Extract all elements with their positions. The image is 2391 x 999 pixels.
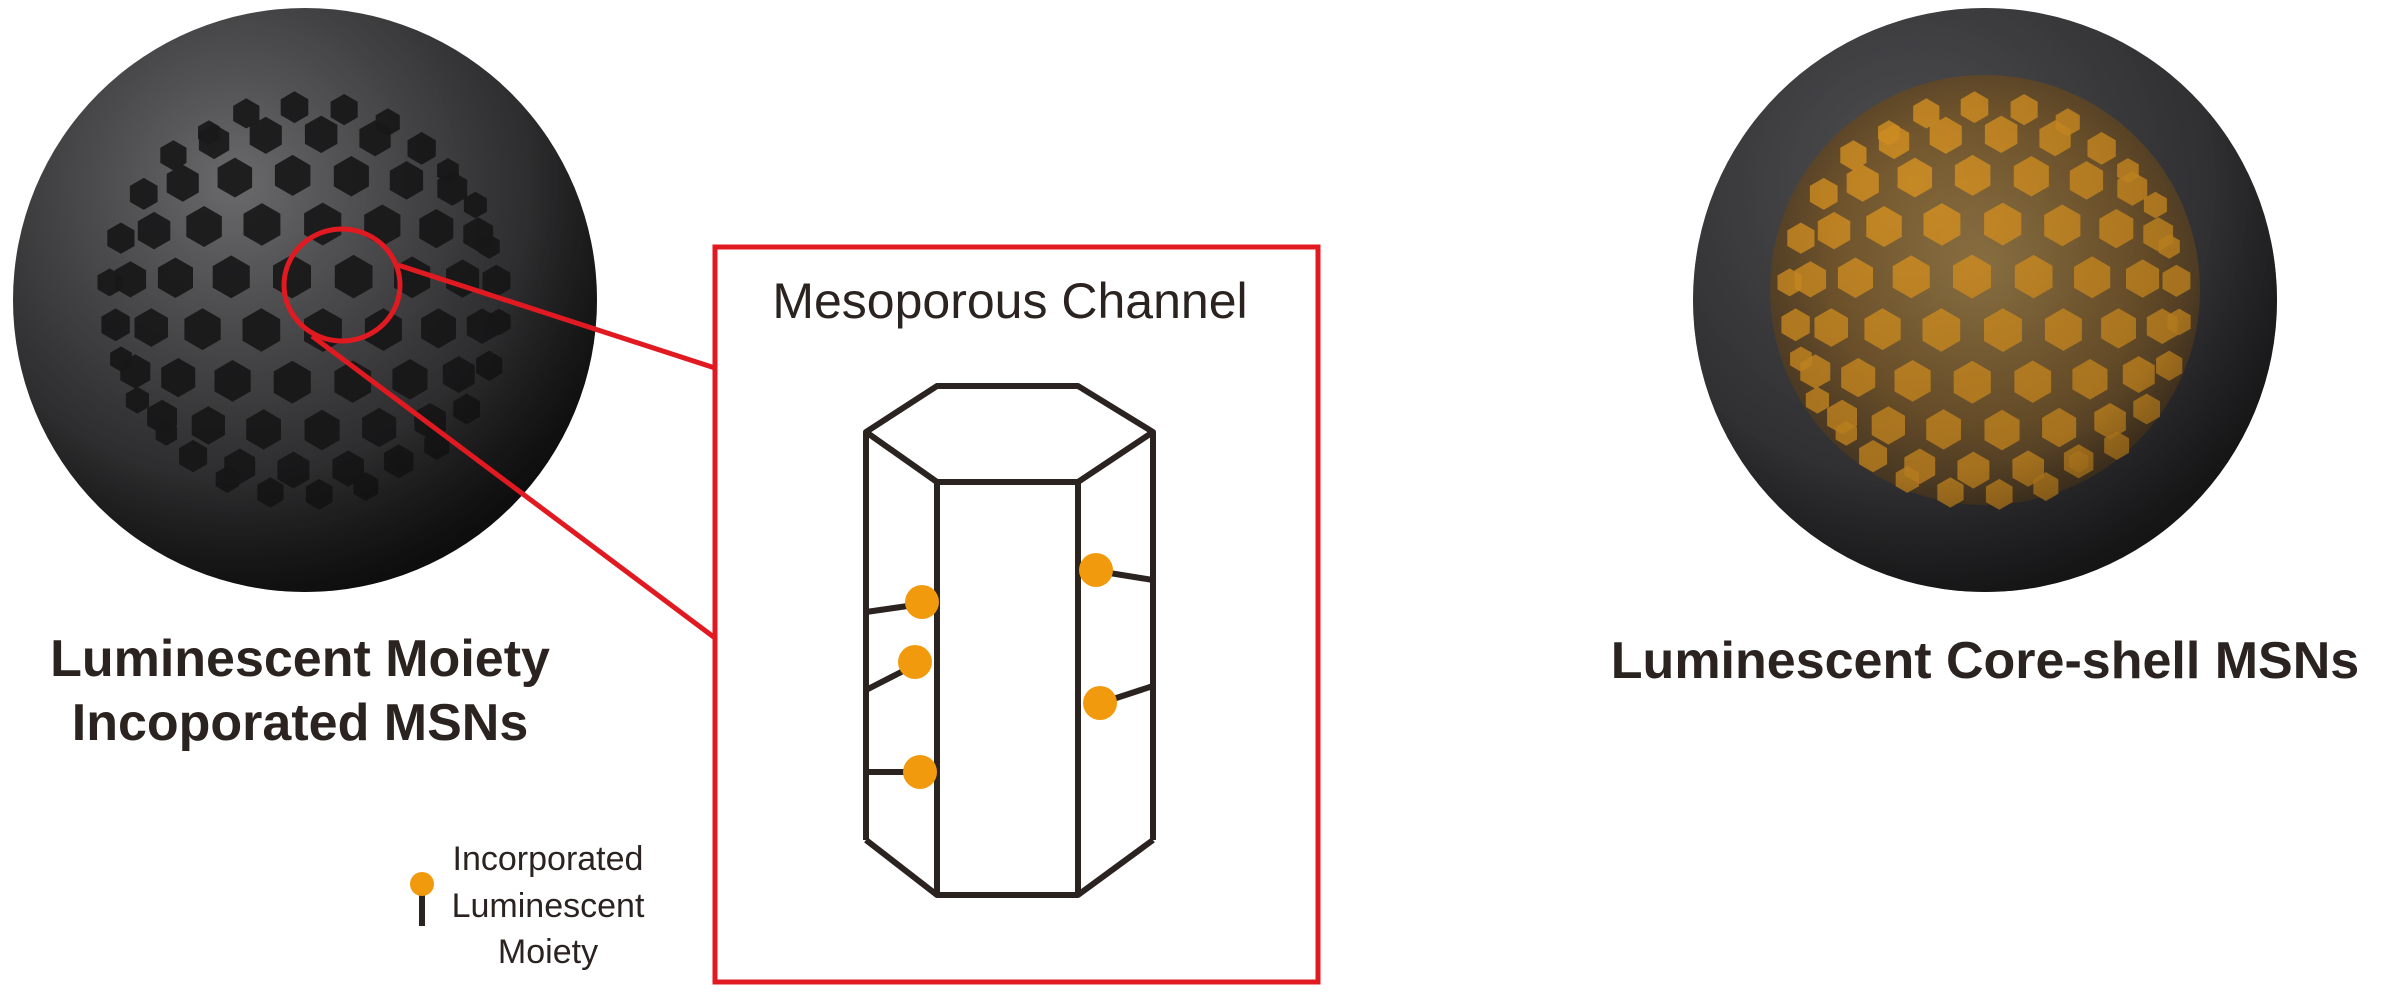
- right-sphere: [1693, 8, 2277, 592]
- zoom-line-top: [397, 262, 716, 371]
- legend-moiety-icon: [410, 872, 434, 926]
- inset-box: [712, 244, 1321, 985]
- moiety-4: [1079, 553, 1154, 587]
- legend-line-2: Luminescent: [452, 887, 645, 925]
- inset-title: Mesoporous Channel: [772, 273, 1247, 329]
- moiety-5: [1083, 683, 1154, 720]
- legend-line-3: Moiety: [498, 933, 598, 971]
- mesoporous-channel: [863, 383, 1156, 898]
- left-caption-line-1: Luminescent Moiety: [50, 630, 550, 688]
- channel-moieties: [864, 553, 1154, 789]
- moiety-2: [864, 645, 932, 693]
- zoom-line-bottom: [310, 333, 717, 641]
- right-caption: Luminescent Core-shell MSNs: [1611, 632, 2359, 690]
- zoom-circle: [281, 226, 403, 344]
- moiety-3: [866, 755, 937, 789]
- left-caption-line-2: Incoporated MSNs: [72, 694, 529, 752]
- legend-line-1: Incorporated: [453, 840, 644, 878]
- legend: Incorporated Luminescent Moiety: [410, 840, 645, 971]
- left-sphere: [13, 8, 597, 592]
- moiety-1: [865, 585, 939, 619]
- zoom-callout: [281, 226, 717, 641]
- channel-bottom: [864, 837, 1155, 898]
